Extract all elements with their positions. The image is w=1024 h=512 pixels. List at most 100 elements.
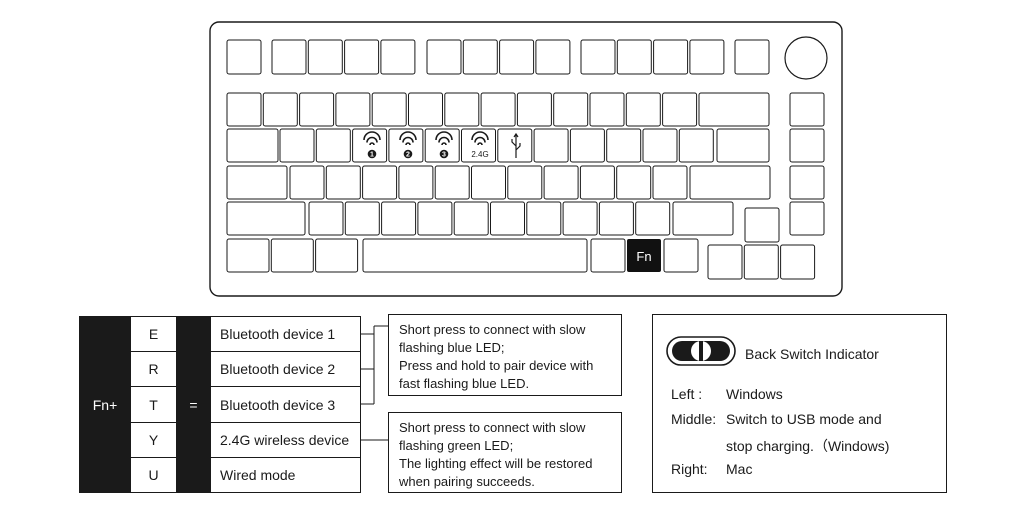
switch-icon xyxy=(666,336,736,366)
keycap xyxy=(362,238,588,273)
device-number: 2 xyxy=(406,152,410,159)
note-line: Short press to connect with slow xyxy=(399,420,586,435)
keycap xyxy=(315,128,351,163)
keycap xyxy=(579,165,615,200)
middle-label: Middle: xyxy=(671,411,717,427)
keycap xyxy=(362,165,398,200)
function-label: Wired mode xyxy=(220,467,296,483)
keycap xyxy=(262,92,298,127)
left-label: Left : xyxy=(671,386,703,402)
usb-icon xyxy=(511,132,521,158)
keycap xyxy=(616,165,652,200)
table-row-function: Bluetooth device 3 xyxy=(210,386,361,423)
keycap xyxy=(507,165,543,200)
fn-modifier-label: Fn+ xyxy=(92,396,118,413)
keycap xyxy=(398,165,434,200)
keycap xyxy=(598,201,634,236)
left-value: Windows xyxy=(726,386,783,402)
keycap xyxy=(516,92,552,127)
keycap xyxy=(371,92,407,127)
keycap xyxy=(226,201,306,236)
table-row-function: Bluetooth device 2 xyxy=(210,351,361,387)
table-row-function: Bluetooth device 1 xyxy=(210,316,361,352)
keycap xyxy=(315,238,359,273)
keycap xyxy=(444,92,480,127)
note-line: flashing green LED; xyxy=(399,438,514,453)
keycap xyxy=(308,201,344,236)
keycap xyxy=(625,92,661,127)
keycap xyxy=(381,201,417,236)
keycap xyxy=(344,39,380,75)
keycap xyxy=(526,201,562,236)
table-row-key: U xyxy=(130,457,177,493)
keycap xyxy=(462,39,498,75)
keycap xyxy=(743,244,779,280)
keycap xyxy=(589,92,625,127)
device-badge: 2.4G xyxy=(471,150,488,159)
keycap xyxy=(734,39,770,75)
keycap xyxy=(270,238,314,273)
key-label: R xyxy=(148,361,159,377)
middle-value-cont: stop charging.（Windows) xyxy=(726,438,890,454)
wifi-icon: 3 xyxy=(435,131,453,159)
keycap xyxy=(535,39,571,75)
keycap xyxy=(590,238,626,273)
keycap xyxy=(299,92,335,127)
keycap xyxy=(780,244,816,280)
table-row-function: 2.4G wireless device xyxy=(210,422,361,458)
keycap xyxy=(569,128,605,163)
right-label: Right: xyxy=(671,461,708,477)
keycap xyxy=(789,201,825,236)
keycap xyxy=(789,92,825,127)
keycap xyxy=(335,92,371,127)
keycap xyxy=(226,238,270,273)
function-label: 2.4G wireless device xyxy=(220,432,350,448)
wifi-icon: 1 xyxy=(363,131,381,159)
keycap xyxy=(417,201,453,236)
table-row-key: T xyxy=(130,386,177,423)
keycap xyxy=(642,128,678,163)
keycap xyxy=(533,128,569,163)
keycap xyxy=(226,39,262,75)
bluetooth-note: Short press to connect with slow flashin… xyxy=(388,314,622,396)
keycap xyxy=(434,165,470,200)
back-switch-title: Back Switch Indicator xyxy=(745,346,879,362)
keycap xyxy=(678,128,714,163)
keycap xyxy=(707,244,743,280)
keycap xyxy=(672,201,734,236)
table-row-key: R xyxy=(130,351,177,387)
wireless-note: Short press to connect with slow flashin… xyxy=(388,412,622,493)
keycap xyxy=(380,39,416,75)
keycap xyxy=(226,92,262,127)
keycap xyxy=(662,92,698,127)
fn-key xyxy=(627,239,661,272)
function-label: Bluetooth device 2 xyxy=(220,361,336,377)
keycap xyxy=(789,128,825,163)
keycap xyxy=(543,165,579,200)
keycap xyxy=(689,165,771,200)
note-line: flashing blue LED; xyxy=(399,340,505,355)
keycap xyxy=(499,39,535,75)
back-switch-panel: Back Switch Indicator Left : Windows Mid… xyxy=(652,314,947,493)
wifi-icon: 2.4G xyxy=(471,131,489,159)
keycap xyxy=(344,201,380,236)
keycap xyxy=(652,165,688,200)
keycap xyxy=(307,39,343,75)
keycap xyxy=(580,39,616,75)
keycap xyxy=(289,165,325,200)
keycap xyxy=(716,128,770,163)
keycap xyxy=(408,92,443,127)
keycap xyxy=(271,39,307,75)
table-row-key: Y xyxy=(130,422,177,458)
volume-knob xyxy=(784,36,828,80)
equals-cell: = xyxy=(176,316,211,493)
keycap xyxy=(490,201,525,236)
device-number: 1 xyxy=(370,152,374,159)
table-row-key: E xyxy=(130,316,177,352)
keycap xyxy=(653,39,689,75)
function-label: Bluetooth device 3 xyxy=(220,396,336,413)
keycap xyxy=(279,128,315,163)
keycap xyxy=(471,165,506,200)
keycap xyxy=(606,128,642,163)
